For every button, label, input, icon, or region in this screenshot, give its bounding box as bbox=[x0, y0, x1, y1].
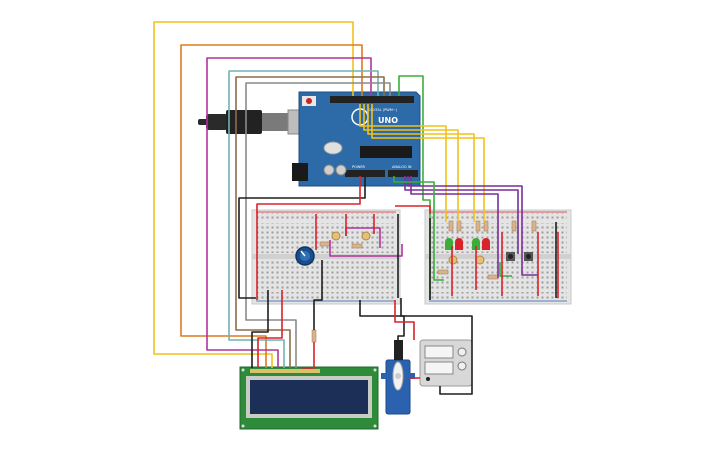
potentiometer[interactable] bbox=[295, 246, 315, 266]
crystal bbox=[323, 141, 343, 155]
board-brand-label: UNO bbox=[378, 116, 398, 125]
power-label: POWER bbox=[352, 165, 366, 169]
power-header bbox=[345, 170, 385, 177]
digital-header bbox=[330, 96, 414, 103]
wires bbox=[153, 21, 559, 395]
wire-orange-lcd bbox=[180, 44, 363, 368]
wire-purple-button-1 bbox=[404, 176, 519, 254]
wire-brown-lcd bbox=[235, 76, 385, 368]
wire-yellow-led-3 bbox=[367, 104, 475, 222]
wire-yellow-led-1 bbox=[359, 104, 447, 222]
usb-cable bbox=[198, 109, 311, 135]
push-button-2 bbox=[524, 252, 533, 261]
analog-label: ANALOG IN bbox=[392, 165, 412, 169]
wire-yellow-led-2 bbox=[363, 104, 459, 222]
wire-black-meter bbox=[359, 300, 473, 395]
led-group bbox=[445, 238, 490, 250]
led-green-1-icon bbox=[445, 238, 453, 250]
wire-purple-ldr bbox=[410, 176, 499, 278]
wire-black-servo bbox=[397, 298, 405, 342]
wire-green-ldr bbox=[393, 176, 444, 281]
wire-black-gnd bbox=[238, 176, 366, 299]
wire-red-5v bbox=[256, 176, 361, 300]
servo-connector bbox=[394, 340, 403, 360]
led-red-2-icon bbox=[482, 238, 490, 250]
wire-red-servo bbox=[394, 300, 415, 340]
analog-header bbox=[388, 170, 418, 177]
photoresistors bbox=[331, 231, 485, 265]
breadboard-main[interactable] bbox=[251, 209, 401, 305]
lcd-pin-header bbox=[250, 369, 320, 373]
wire-yellow-lcd bbox=[153, 21, 354, 368]
multimeter-module[interactable] bbox=[419, 339, 473, 387]
wire-yellow-led-4 bbox=[371, 104, 485, 222]
wire-magenta-lcd bbox=[206, 57, 372, 368]
capacitor-2 bbox=[335, 164, 347, 176]
push-button-1 bbox=[506, 252, 515, 261]
lcd-display-16x2[interactable] bbox=[239, 366, 379, 430]
servo-motor[interactable] bbox=[381, 340, 415, 415]
lcd-screen bbox=[250, 380, 368, 414]
led-red-1-icon bbox=[455, 238, 463, 250]
led-green-2-icon bbox=[472, 238, 480, 250]
digital-label: DIGITAL (PWM~) bbox=[368, 108, 398, 112]
wire-gray-lcd bbox=[245, 82, 391, 368]
wire-teal-lcd bbox=[228, 70, 379, 368]
microcontroller-chip bbox=[360, 146, 412, 158]
wire-red-bridge bbox=[395, 205, 431, 214]
power-jack bbox=[292, 163, 308, 181]
push-buttons[interactable] bbox=[506, 252, 533, 261]
capacitor-1 bbox=[323, 164, 335, 176]
arduino-uno-board[interactable]: UNO DIGITAL (PWM~) POWER ANALOG IN bbox=[292, 91, 421, 187]
